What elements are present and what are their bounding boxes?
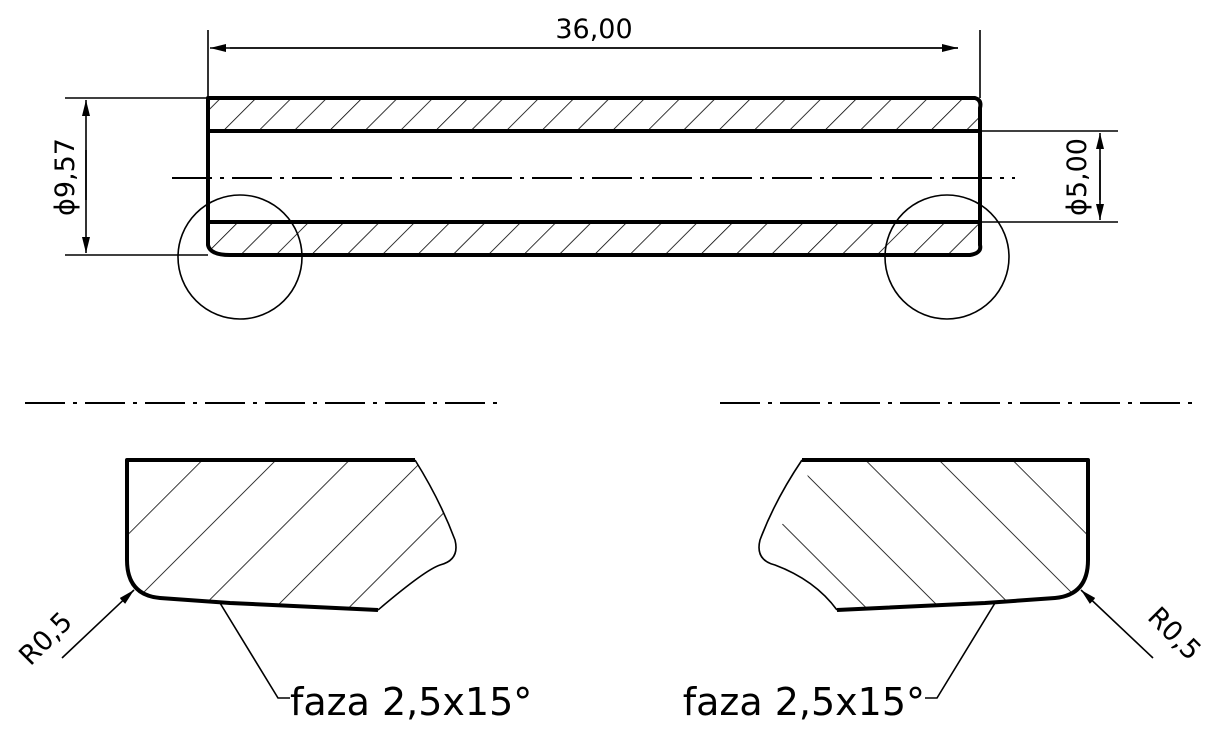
detail-circle-left [177, 194, 303, 320]
chamfer-note-left: faza 2,5x15° [290, 680, 532, 724]
hatch-bottom [210, 222, 978, 253]
inner-diameter-dimension: ϕ5,00 [1062, 138, 1093, 216]
detail-circle-right [884, 194, 1010, 320]
detail-right: R0,5 faza 2,5x15° [683, 402, 1207, 724]
hatch-top [210, 100, 978, 131]
detail-left: R0,5 faza 2,5x15° [13, 402, 532, 724]
outer-diameter-dimension: ϕ9,57 [50, 138, 81, 216]
chamfer-note-right: faza 2,5x15° [683, 680, 925, 724]
tube-outline [206, 96, 983, 257]
length-dimension: 36,00 [555, 14, 632, 45]
main-view: 36,00 ϕ9,57 ϕ5,00 [50, 14, 1118, 320]
radius-label-left: R0,5 [13, 606, 79, 672]
